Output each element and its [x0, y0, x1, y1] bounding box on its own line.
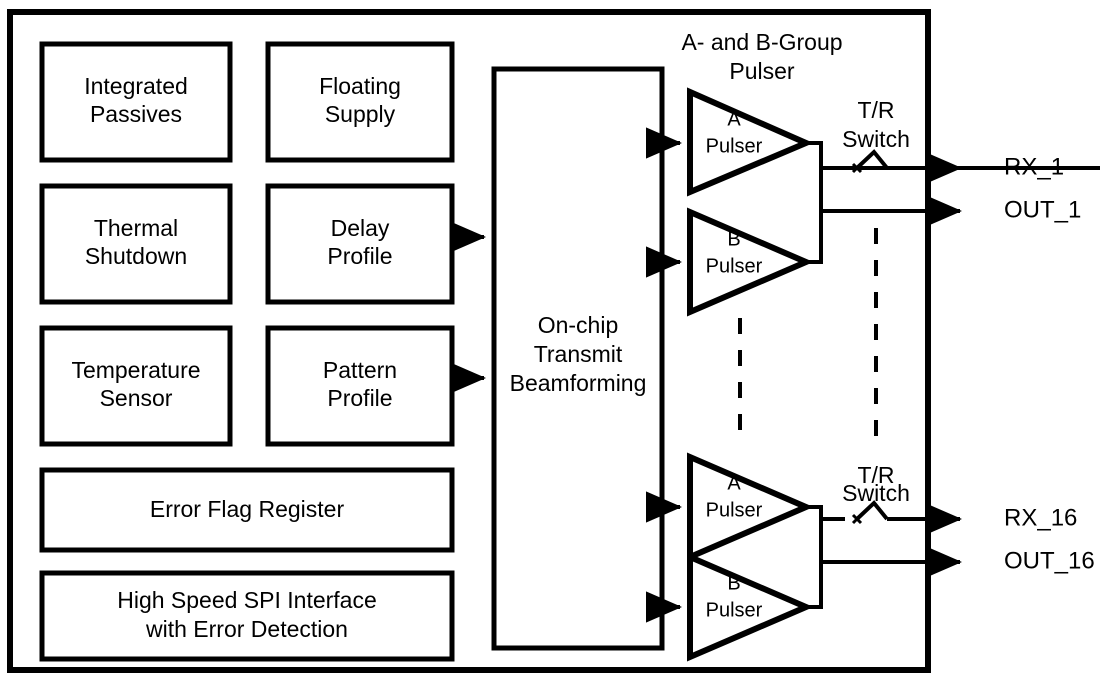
tr-switch-1[interactable]: T/R Switch	[842, 97, 910, 174]
block-label-line: Delay	[331, 215, 390, 241]
pulser-label-line: A	[727, 108, 741, 130]
beamformer-label-line: Beamforming	[510, 370, 647, 396]
block-floating-supply[interactable]: Floating Supply	[265, 41, 455, 163]
tr-switch-label-line: Switch	[842, 126, 910, 152]
a-pulser-1[interactable]: A Pulser	[687, 87, 814, 197]
block-label-line: Integrated	[84, 73, 188, 99]
pulser-label-line: B	[727, 572, 740, 594]
channel-16-group: A Pulser B Pulser T/R Switch	[646, 452, 1095, 662]
block-label-line: Shutdown	[85, 243, 187, 269]
block-label-line: Supply	[325, 101, 396, 127]
channel-16-output-bus	[803, 503, 962, 609]
block-integrated-passives[interactable]: Integrated Passives	[39, 41, 233, 163]
channel-1-output-bus	[803, 141, 1100, 264]
pulser-label-line: Pulser	[706, 599, 763, 621]
block-label-line: High Speed SPI Interface	[117, 587, 377, 613]
tr-switch-16[interactable]: T/R Switch	[842, 462, 910, 525]
block-label-line: Pattern	[323, 357, 397, 383]
block-temperature-sensor[interactable]: Temperature Sensor	[39, 325, 233, 447]
block-label-line: Thermal	[94, 215, 178, 241]
block-label-line: Sensor	[100, 385, 173, 411]
b-pulser-1[interactable]: B Pulser	[687, 207, 814, 317]
tr-switch-label-line: Switch	[842, 480, 910, 506]
chip-outline	[7, 9, 931, 673]
left-block-group: Integrated Passives Floating Supply Ther…	[39, 41, 455, 662]
block-error-flag-register[interactable]: Error Flag Register	[39, 467, 455, 553]
tr-switch-blade-icon	[855, 149, 889, 170]
tr-switch-label-line: T/R	[857, 462, 894, 488]
output-pin-label-out-1: OUT_1	[1004, 196, 1081, 223]
output-pin-label-rx-16: RX_16	[1004, 504, 1077, 531]
tr-switch-blade-icon	[855, 500, 889, 521]
pulser-group-header-line: A- and B-Group	[681, 29, 842, 55]
block-label-line: with Error Detection	[145, 616, 348, 642]
block-label-line: Profile	[327, 243, 392, 269]
block-label-line: Profile	[327, 385, 392, 411]
block-spi-interface[interactable]: High Speed SPI Interface with Error Dete…	[39, 570, 455, 662]
channel-1-group: A Pulser B Pulser T/R	[646, 87, 1100, 317]
pulser-label-line: Pulser	[706, 499, 763, 521]
beamformer-label-line: On-chip	[538, 312, 619, 338]
pulser-label-line: Pulser	[706, 255, 763, 277]
output-pin-label-rx-1: RX_1	[1004, 153, 1064, 180]
b-pulser-16[interactable]: B Pulser	[687, 552, 814, 662]
block-pattern-profile[interactable]: Pattern Profile	[265, 325, 455, 447]
beamformer-label-line: Transmit	[534, 341, 623, 367]
pulser-label-line: Pulser	[706, 135, 763, 157]
output-pin-label-out-16: OUT_16	[1004, 547, 1095, 574]
block-label-line: Error Flag Register	[150, 496, 345, 522]
a-pulser-16[interactable]: A Pulser	[687, 452, 814, 562]
tr-switch-label-line: T/R	[857, 97, 894, 123]
pulser-group-header: A- and B-Group Pulser	[681, 29, 842, 84]
block-thermal-shutdown[interactable]: Thermal Shutdown	[39, 183, 233, 305]
block-label-line: Floating	[319, 73, 401, 99]
block-on-chip-transmit-beamforming[interactable]: On-chip Transmit Beamforming	[491, 66, 665, 651]
pulser-group-header-line: Pulser	[729, 58, 795, 84]
block-delay-profile[interactable]: Delay Profile	[265, 183, 455, 305]
block-label-line: Temperature	[71, 357, 200, 383]
block-label-line: Passives	[90, 101, 182, 127]
pulser-label-line: A	[727, 472, 741, 494]
pulser-label-line: B	[727, 228, 740, 250]
